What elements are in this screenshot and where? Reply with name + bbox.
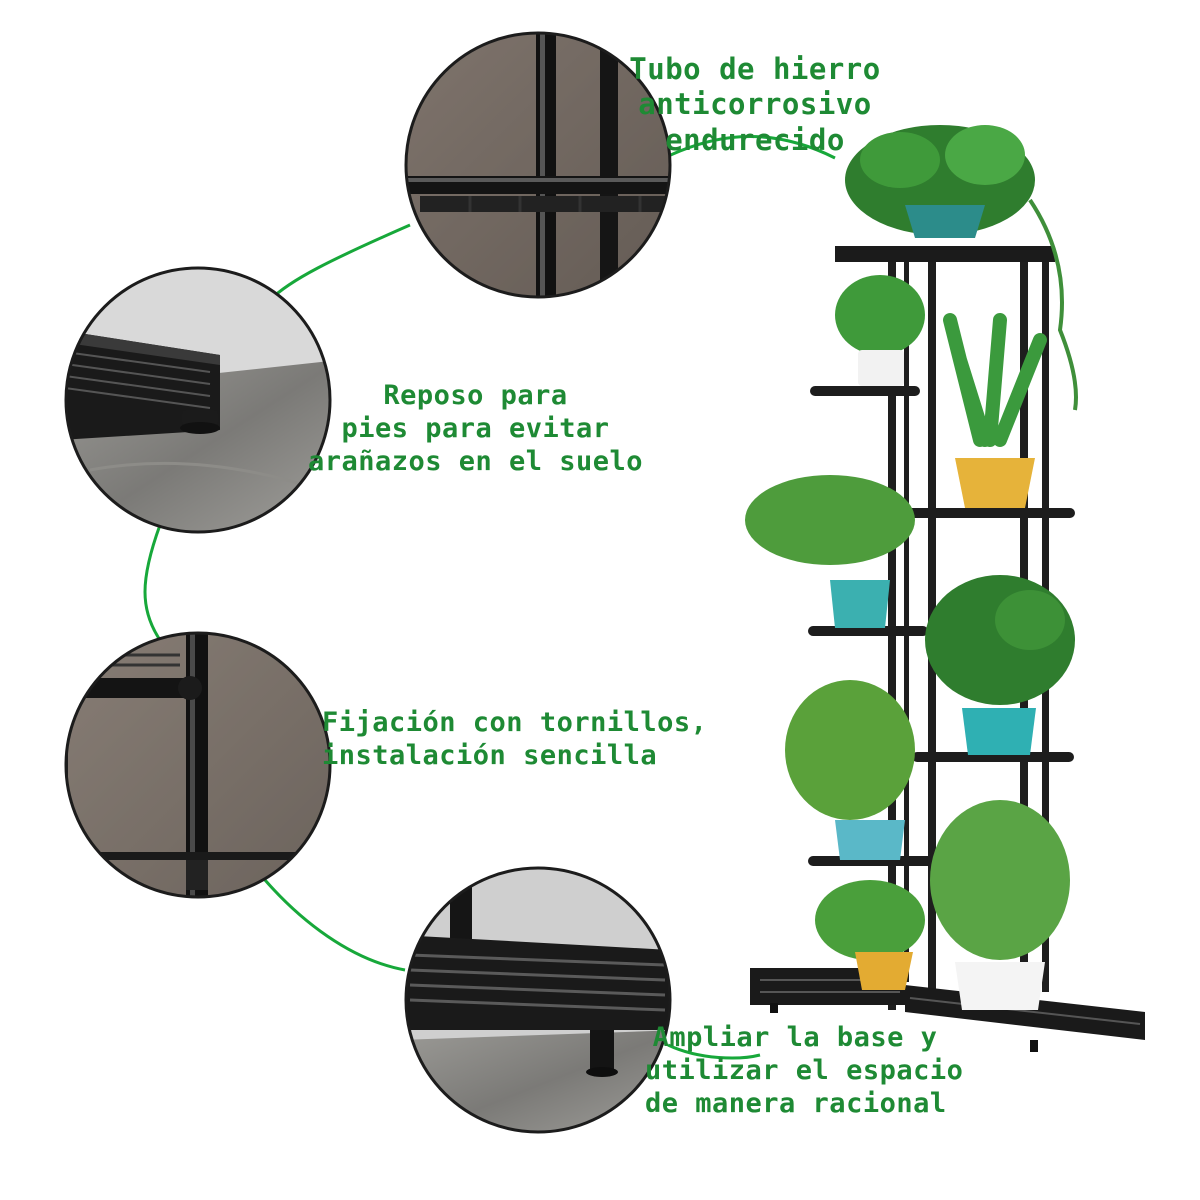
caption-line: utilizar el espacio [645,1054,964,1086]
caption-line: arañazos en el suelo [307,445,644,477]
caption-line: endurecido [665,122,845,157]
caption-line: pies para evitar [341,412,610,444]
caption-line: Ampliar la base y [652,1022,938,1053]
connector-line [143,135,836,1060]
caption-line: Fijación con tornillos, [322,707,708,738]
detail-foot-rest [64,266,332,534]
caption-line: anticorrosivo [638,87,872,122]
detail-wide-base [404,866,672,1134]
caption-line: instalación sencilla [322,739,658,771]
caption-iron-tube: Tubo de hierro anticorrosivo endurecido [610,52,900,158]
caption-wide-base: Ampliar la base y utilizar el espacio de… [645,1022,964,1121]
caption-line: Reposo para [383,380,568,411]
potted-plants [745,125,1078,1010]
detail-iron-tube [404,31,672,299]
caption-line: Tubo de hierro [629,52,881,86]
caption-line: de manera racional [645,1087,947,1119]
caption-screw-fixing: Fijación con tornillos, instalación senc… [322,707,708,773]
detail-screw-fixing [64,631,332,899]
caption-foot-rest: Reposo para pies para evitar arañazos en… [298,380,653,479]
